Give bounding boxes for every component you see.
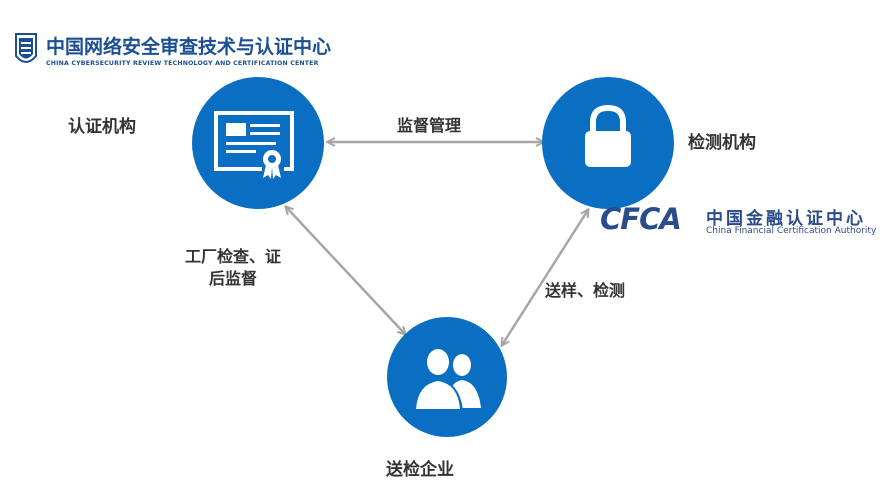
ccrc-logo: 中国网络安全审查技术与认证中心 CHINA CYBERSECURITY REVI… bbox=[14, 30, 331, 78]
cfca-logo: CFCA 中国金融认证中心 China Financial Certificat… bbox=[600, 200, 876, 244]
certification-label: 认证机构 bbox=[68, 117, 136, 137]
factory-inspection-label: 工厂检查、证 后监督 bbox=[185, 246, 281, 290]
cfca-name-cn: 中国金融认证中心 bbox=[706, 209, 866, 229]
testing-label: 检测机构 bbox=[688, 133, 756, 153]
sample-testing-label: 送样、检测 bbox=[545, 281, 626, 300]
factory-inspection-line1: 工厂检查、证 bbox=[185, 247, 282, 266]
ccrc-name-en: CHINA CYBERSECURITY REVIEW TECHNOLOGY AN… bbox=[46, 60, 319, 67]
factory-inspection-line2: 后监督 bbox=[209, 269, 258, 288]
lock-icon bbox=[585, 104, 631, 167]
enterprise-node bbox=[387, 317, 507, 437]
certification-node bbox=[192, 77, 324, 209]
sample-testing-arrow bbox=[502, 210, 588, 345]
testing-node bbox=[542, 77, 674, 209]
supervision-label: 监督管理 bbox=[397, 116, 462, 135]
cfca-name-en: China Financial Certification Authority bbox=[706, 226, 877, 236]
enterprise-label: 送检企业 bbox=[386, 460, 454, 480]
cfca-mark: CFCA bbox=[600, 202, 682, 236]
ccrc-name-cn: 中国网络安全审查技术与认证中心 bbox=[46, 36, 332, 58]
ccrc-seal-icon bbox=[15, 33, 37, 63]
users-icon bbox=[414, 348, 481, 411]
factory-inspection-arrow bbox=[286, 207, 405, 334]
certificate-icon bbox=[214, 111, 294, 179]
